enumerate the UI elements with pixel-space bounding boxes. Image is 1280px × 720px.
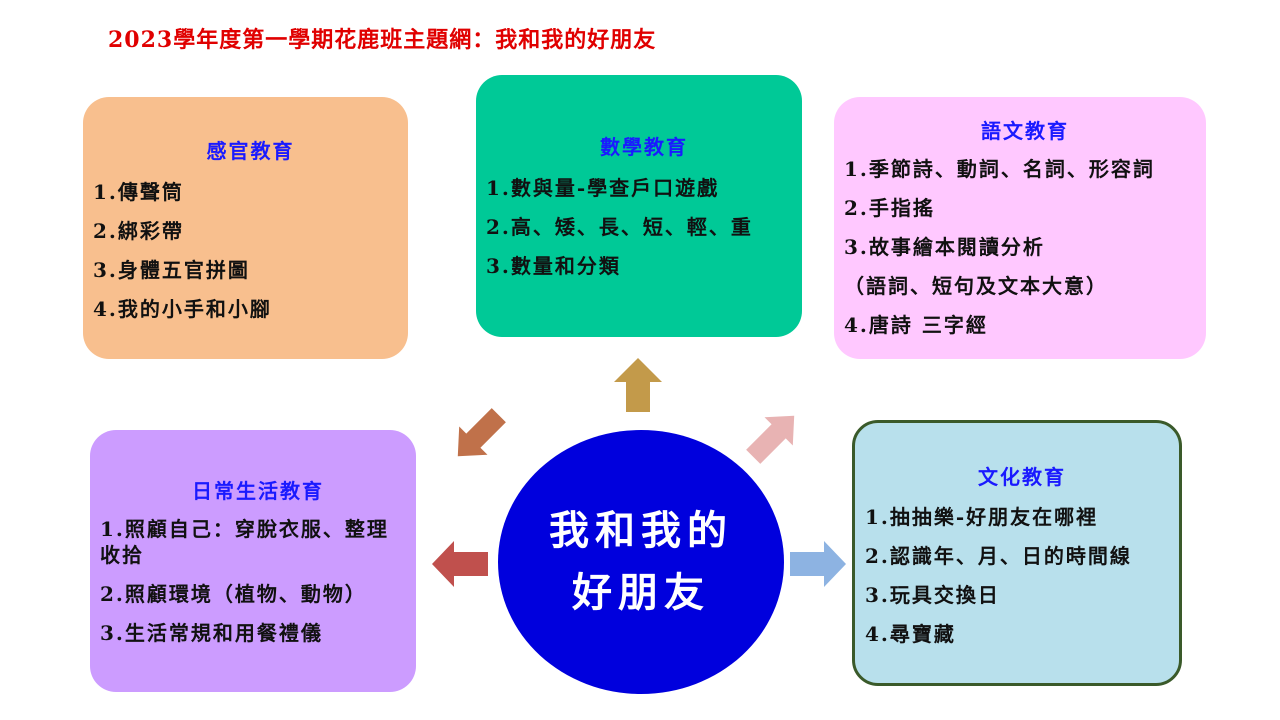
list-item: 1.傳聲筒 [93, 180, 184, 204]
culture-education-box: 文化教育 1.抽抽樂-好朋友在哪裡 2.認識年、月、日的時間線 3.玩具交換日 … [852, 420, 1182, 686]
daily-life-education-box: 日常生活教育 1.照顧自己：穿脫衣服、整理收拾 2.照顧環境（植物、動物） 3.… [90, 430, 416, 692]
list-item: 1.數與量-學查戶口遊戲 [486, 176, 720, 200]
sense-education-box: 感官教育 1.傳聲筒 2.綁彩帶 3.身體五官拼圖 4.我的小手和小腳 [83, 97, 408, 359]
language-education-box: 語文教育 1.季節詩、動詞、名詞、形容詞 2.手指搖 3.故事繪本閱讀分析 （語… [834, 97, 1206, 359]
arrow-up-left-icon [457, 408, 506, 457]
box-heading: 日常生活教育 [192, 479, 324, 503]
list-item: 2.手指搖 [844, 196, 935, 220]
list-item: 4.唐詩 三字經 [844, 313, 988, 337]
list-item: 3.生活常規和用餐禮儀 [100, 621, 323, 645]
arrow-right-icon [790, 541, 846, 587]
list-item: 4.我的小手和小腳 [93, 297, 272, 321]
list-item: 3.數量和分類 [486, 254, 621, 278]
list-item: 1.照顧自己：穿脫衣服、整理收拾 [100, 517, 389, 567]
list-item: 2.高、矮、長、短、輕、重 [486, 215, 753, 239]
box-heading: 文化教育 [978, 465, 1066, 489]
math-education-box: 數學教育 1.數與量-學查戶口遊戲 2.高、矮、長、短、輕、重 3.數量和分類 [476, 75, 802, 337]
diagram-title: 2023學年度第一學期花鹿班主題網：我和我的好朋友 [108, 27, 657, 53]
list-item: 4.尋寶藏 [865, 622, 956, 646]
box-heading: 語文教育 [981, 119, 1069, 143]
list-item: 3.身體五官拼圖 [93, 258, 250, 282]
list-item: 1.季節詩、動詞、名詞、形容詞 [844, 157, 1155, 181]
center-topic-line: 好朋友 [572, 569, 710, 616]
list-item: （語詞、短句及文本大意） [844, 274, 1108, 298]
list-item: 3.故事繪本閱讀分析 [844, 235, 1045, 259]
box-heading: 感官教育 [206, 139, 295, 163]
arrow-up-right-icon [746, 415, 795, 464]
box-heading: 數學教育 [600, 135, 688, 159]
center-topic-circle: 我和我的 好朋友 [498, 430, 784, 694]
list-item: 1.抽抽樂-好朋友在哪裡 [865, 505, 1099, 529]
list-item: 2.照顧環境（植物、動物） [100, 582, 367, 606]
list-item: 2.認識年、月、日的時間線 [865, 544, 1132, 568]
list-item: 2.綁彩帶 [93, 219, 184, 243]
arrow-up-icon [614, 358, 662, 412]
center-topic-line: 我和我的 [549, 507, 733, 554]
list-item: 3.玩具交換日 [865, 583, 1000, 607]
arrow-left-icon [432, 541, 488, 587]
